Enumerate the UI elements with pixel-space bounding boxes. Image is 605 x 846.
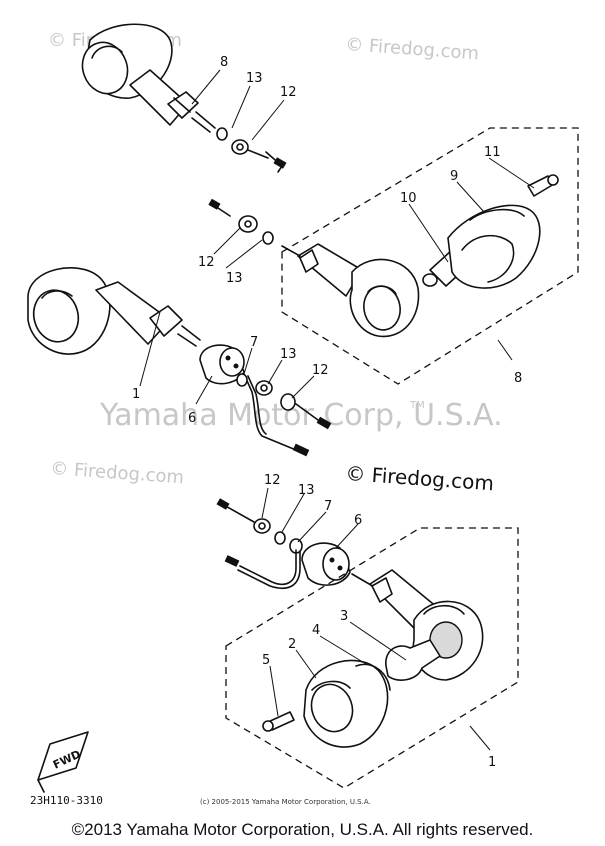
washer-nut-top-left <box>216 127 287 173</box>
label-13-mid-upper: 13 <box>226 271 243 286</box>
small-copyright: (c) 2005-2015 Yamaha Motor Corporation, … <box>200 798 371 806</box>
flasher-mid-left <box>27 267 201 355</box>
label-11: 11 <box>484 145 501 160</box>
leader-lines <box>139 69 535 751</box>
dashed-box-upper <box>281 127 579 385</box>
label-13-top: 13 <box>246 71 263 86</box>
label-1-mid: 1 <box>132 387 140 402</box>
label-6-lower: 6 <box>354 513 362 528</box>
label-7-lower: 7 <box>324 499 332 514</box>
wire-7-mid <box>243 373 310 457</box>
label-13-lower: 13 <box>298 483 315 498</box>
label-8-box: 8 <box>514 371 522 386</box>
wire-7-lower <box>224 549 301 590</box>
screw-5 <box>262 711 295 732</box>
label-12-lower: 12 <box>264 473 281 488</box>
label-2: 2 <box>288 637 296 652</box>
label-5: 5 <box>262 653 270 668</box>
grommet-6-lower <box>301 542 351 586</box>
washer-nut-lower <box>216 498 303 554</box>
label-7-mid: 7 <box>250 335 258 350</box>
label-4: 4 <box>312 623 320 638</box>
label-12-top: 12 <box>280 85 297 100</box>
label-1-lower: 1 <box>488 755 496 770</box>
grommet-6-mid <box>199 344 245 385</box>
label-9: 9 <box>450 169 458 184</box>
lens-9 <box>447 204 541 289</box>
firedog-logo: © Firedog.com <box>345 461 495 495</box>
label-13-mid: 13 <box>280 347 297 362</box>
label-8-top: 8 <box>220 55 228 70</box>
label-10: 10 <box>400 191 417 206</box>
watermark-firedog-top-right: © Firedog.com <box>345 34 480 64</box>
lens-2 <box>303 659 391 748</box>
watermark-yamaha: Yamaha Motor Corp, U.S.A. <box>99 398 503 433</box>
label-12-mid-upper: 12 <box>198 255 215 270</box>
watermark-firedog-mid-left: © Firedog.com <box>50 458 185 488</box>
watermark-tm: TM <box>409 400 425 411</box>
copyright-footer: ©2013 Yamaha Motor Corporation, U.S.A. A… <box>71 820 534 839</box>
label-3: 3 <box>340 609 348 624</box>
fwd-arrow-icon: FWD <box>37 731 89 793</box>
washer-nut-mid <box>236 373 332 430</box>
bulb-3 <box>385 639 441 681</box>
flasher-assembly-top-left <box>81 23 216 133</box>
diagram-code: 23H110-3310 <box>30 794 103 807</box>
washer-nut-mid-upper <box>208 198 274 245</box>
flasher-upper-right <box>281 243 420 338</box>
label-6-mid: 6 <box>188 411 196 426</box>
screw-11 <box>527 174 559 197</box>
label-12-mid: 12 <box>312 363 329 378</box>
dashed-box-lower <box>225 527 519 789</box>
